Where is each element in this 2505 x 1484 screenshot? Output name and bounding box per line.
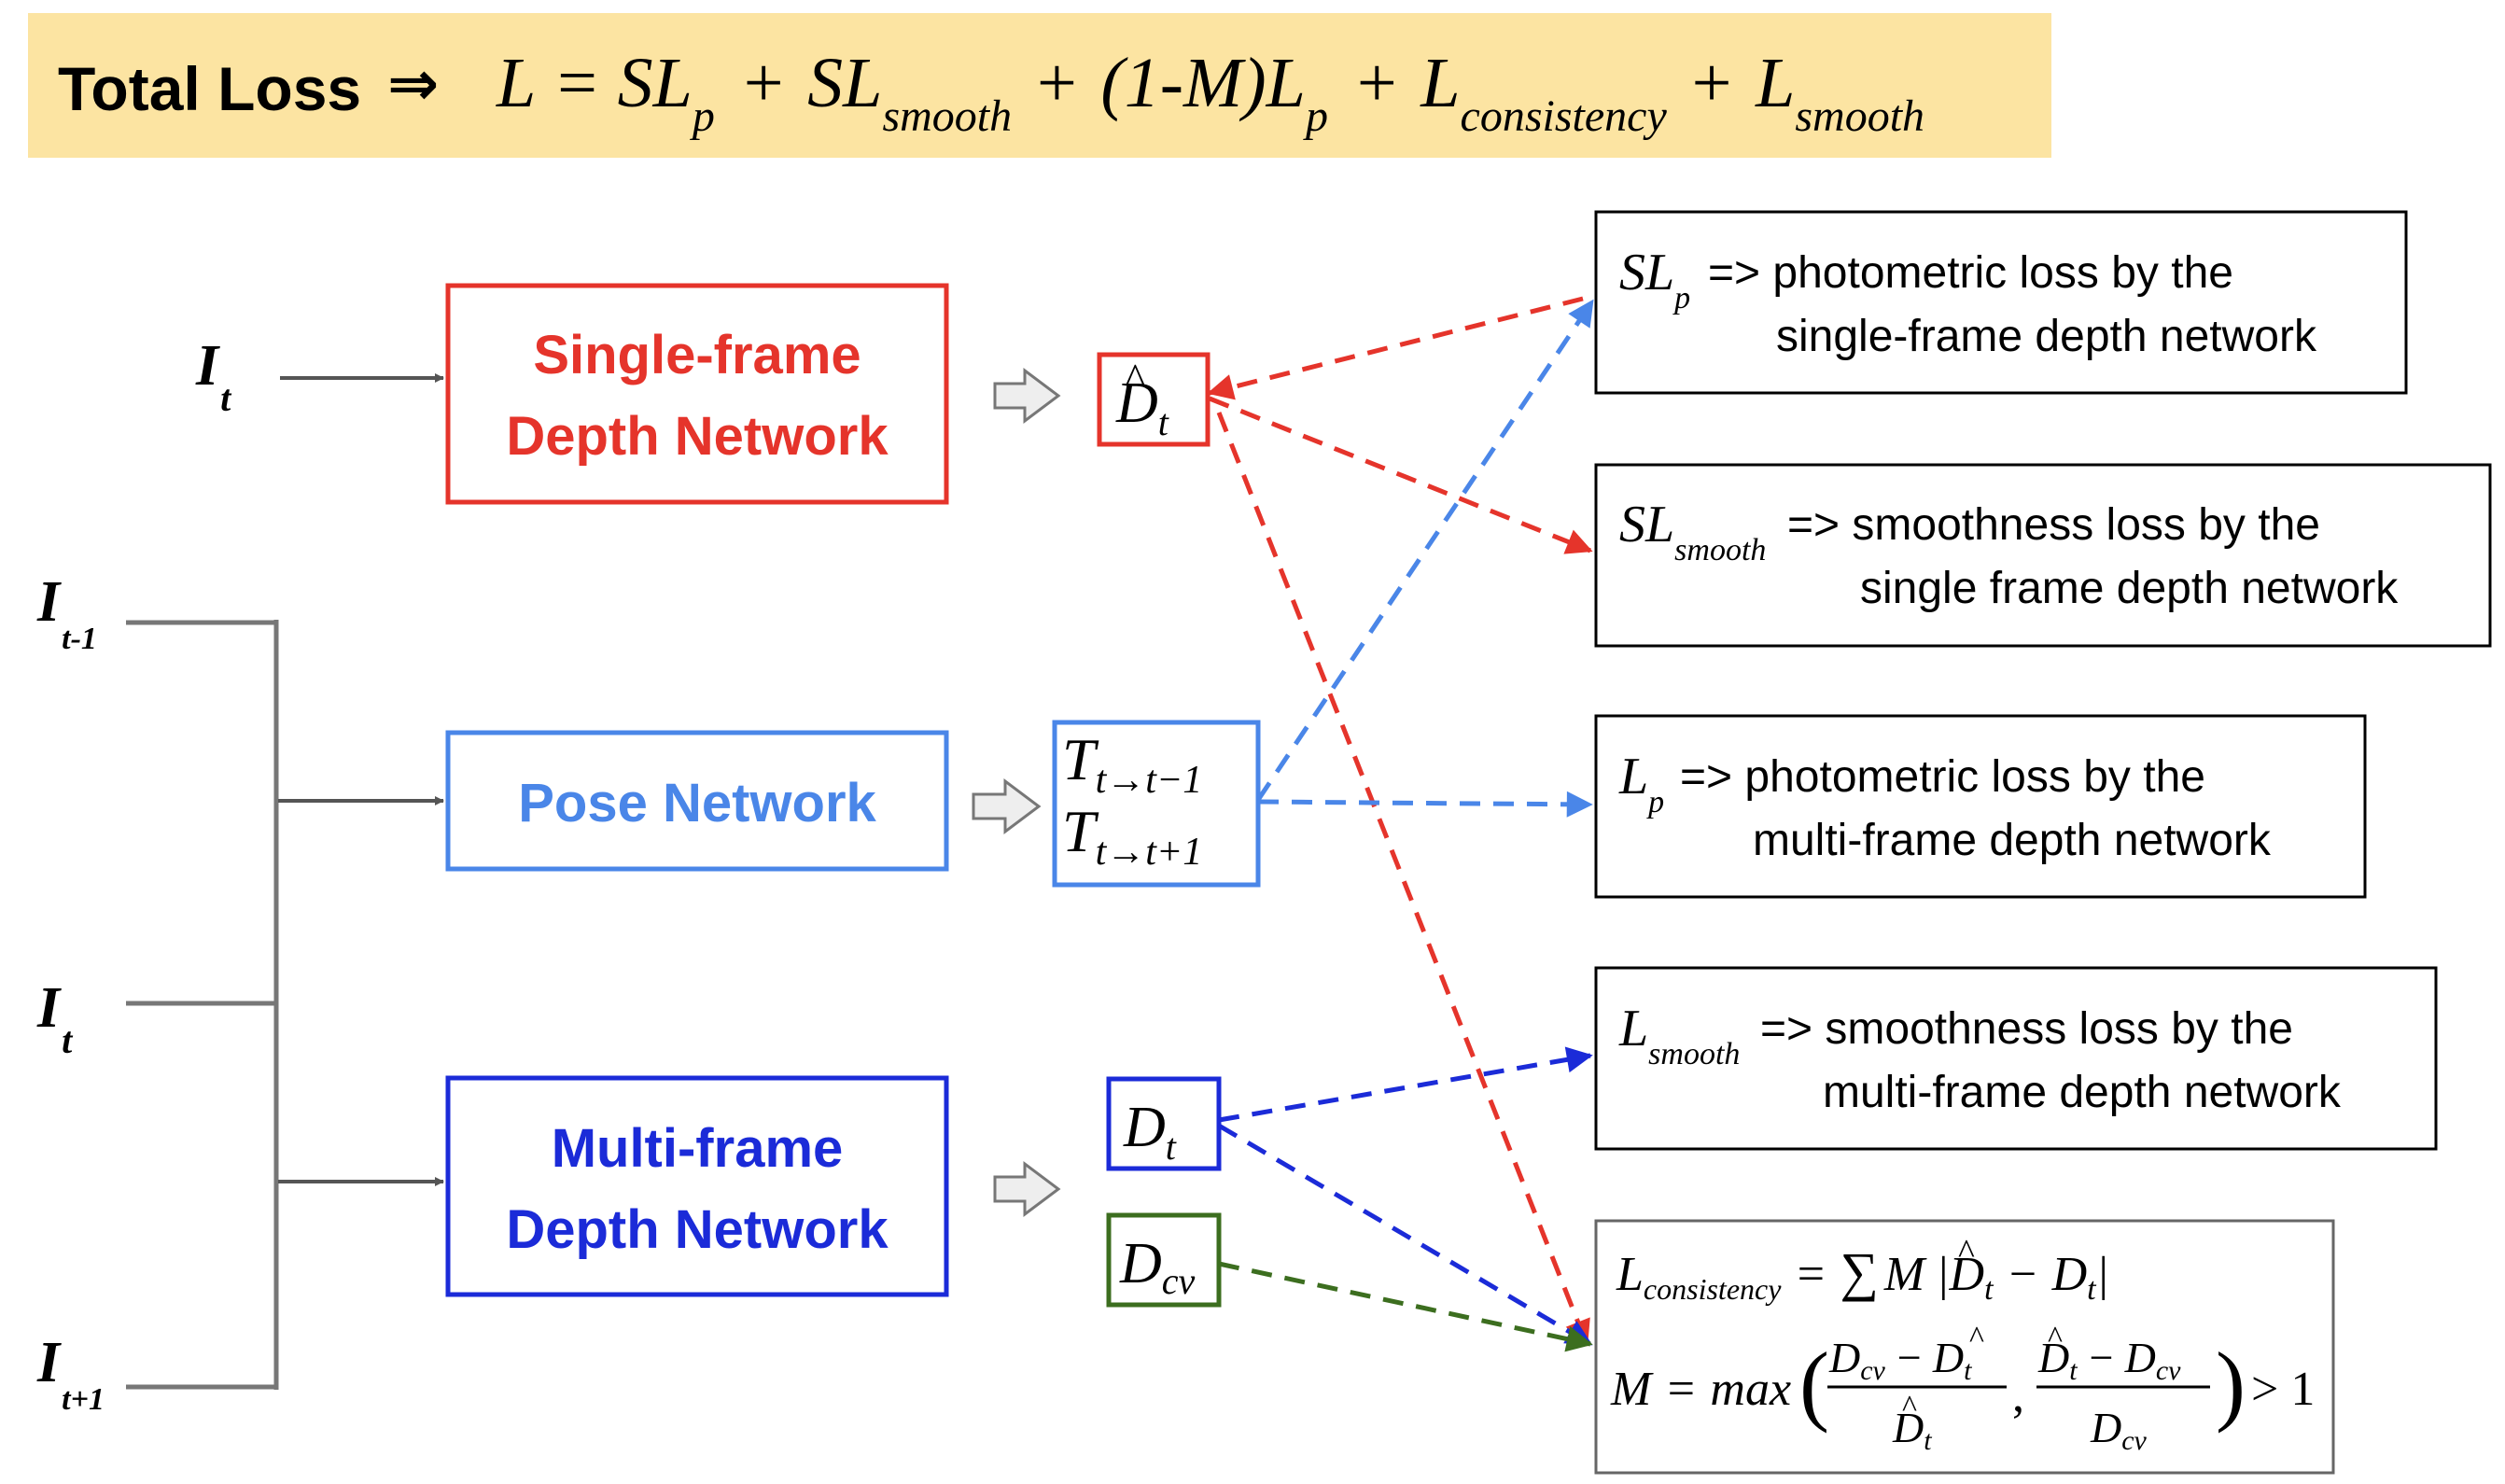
fraction-2-numerator: Dt−Dcv bbox=[2037, 1334, 2181, 1386]
loss-consistency: Lconsistency=∑M|Dt−Dt| ^ M=max ( Dcv−Dt … bbox=[1594, 1219, 2335, 1475]
d-cv-box bbox=[1106, 1212, 1222, 1308]
mask-left-paren: ( bbox=[1799, 1334, 1829, 1434]
d-hat-t-hat: ^ bbox=[1126, 356, 1145, 401]
l-smooth-box bbox=[1594, 966, 2438, 1151]
fraction-2-denominator: Dcv bbox=[2090, 1404, 2148, 1456]
d-t-symbol: Dt bbox=[1123, 1096, 1177, 1168]
consistency-equation: Lconsistency=∑M|Dt−Dt| bbox=[1616, 1241, 2109, 1307]
single-frame-box bbox=[445, 283, 949, 505]
l-smooth-desc-1: => smoothness loss by the bbox=[1760, 1004, 2293, 1054]
l-p-desc-2: multi-frame depth network bbox=[1753, 816, 2272, 865]
d-t-box bbox=[1106, 1076, 1222, 1171]
output-d-hat-t: Dt ^ bbox=[1097, 352, 1211, 447]
arrow-pose-to-slp bbox=[1255, 299, 1595, 802]
sl-p-box bbox=[1594, 210, 2408, 395]
fraction-1-num-hat: ^ bbox=[1969, 1321, 1984, 1355]
sl-smooth-box bbox=[1594, 463, 2492, 648]
single-frame-label-1: Single-frame bbox=[533, 325, 861, 385]
loss-sl-p: SLp => photometric loss by the single-fr… bbox=[1594, 210, 2408, 395]
sl-p-symbol: SLp bbox=[1619, 244, 1690, 315]
pose-network: Pose Network bbox=[445, 730, 949, 872]
sl-p-desc-1: => photometric loss by the bbox=[1708, 248, 2233, 298]
hollow-arrows bbox=[972, 368, 1061, 1217]
fraction-1-den-hat: ^ bbox=[1902, 1390, 1917, 1424]
sl-smooth-desc-2: single frame depth network bbox=[1860, 564, 2399, 613]
pose-label: Pose Network bbox=[518, 773, 876, 833]
hollow-arrow-pose bbox=[972, 778, 1042, 834]
input-frame-t: It bbox=[36, 976, 74, 1061]
mask-threshold: > 1 bbox=[2251, 1363, 2315, 1416]
arrow-dt-to-lsmooth bbox=[1218, 1046, 1593, 1123]
fraction-1-numerator: Dcv−Dt bbox=[1828, 1334, 1972, 1386]
l-smooth-symbol: Lsmooth bbox=[1618, 1000, 1740, 1071]
transform-t-minus-1: Tt→t−1 bbox=[1062, 726, 1202, 802]
single-frame-network: Single-frame Depth Network bbox=[445, 283, 949, 505]
fraction-1-denominator: Dt bbox=[1892, 1404, 1932, 1456]
input-bracket bbox=[126, 620, 279, 1390]
multi-frame-box bbox=[445, 1075, 949, 1297]
consistency-box bbox=[1594, 1219, 2335, 1475]
sl-smooth-desc-1: => smoothness loss by the bbox=[1787, 500, 2320, 550]
consistency-hat: ^ bbox=[1958, 1233, 1975, 1272]
fraction-separator: , bbox=[2012, 1369, 2024, 1422]
implies-arrow: ⇒ bbox=[387, 49, 439, 118]
d-cv-symbol: Dcv bbox=[1119, 1232, 1196, 1302]
dashed-connectors bbox=[1207, 296, 1595, 1352]
input-frame-t-plus-1: It+1 bbox=[36, 1331, 105, 1417]
l-p-box bbox=[1594, 714, 2367, 899]
banner-background bbox=[28, 13, 2051, 158]
sl-p-desc-2: single-frame depth network bbox=[1776, 312, 2317, 361]
pose-box bbox=[445, 730, 949, 872]
multi-frame-label-1: Multi-frame bbox=[552, 1118, 844, 1179]
l-p-desc-1: => photometric loss by the bbox=[1680, 752, 2205, 802]
output-d-cv: Dcv bbox=[1106, 1212, 1222, 1308]
hollow-arrow-single bbox=[993, 368, 1061, 424]
input-frame-top: It bbox=[195, 334, 232, 419]
arrow-slp-to-dhat bbox=[1207, 296, 1584, 400]
total-loss-formula: L=SLp+SLsmooth+(1-M)Lp+Lconsistency+Lsmo… bbox=[496, 44, 1924, 141]
d-hat-t-symbol: Dt bbox=[1115, 371, 1169, 443]
hollow-arrow-multi bbox=[993, 1161, 1061, 1217]
l-p-symbol: Lp bbox=[1618, 748, 1664, 819]
loss-l-p: Lp => photometric loss by the multi-fram… bbox=[1594, 714, 2367, 899]
arrow-dt-to-consistency bbox=[1217, 1123, 1593, 1347]
mask-definition-left: M=max bbox=[1610, 1363, 1791, 1416]
total-loss-banner: Total Loss ⇒ L=SLp+SLsmooth+(1-M)Lp+Lcon… bbox=[28, 13, 2051, 158]
total-loss-label: Total Loss bbox=[58, 54, 361, 123]
input-frame-t-minus-1: It-1 bbox=[36, 570, 97, 656]
sl-smooth-symbol: SLsmooth bbox=[1619, 496, 1766, 567]
input-frames: It It-1 It It+1 bbox=[36, 334, 444, 1417]
loss-sl-smooth: SLsmooth => smoothness loss by the singl… bbox=[1594, 463, 2492, 648]
mask-right-paren: ) bbox=[2216, 1334, 2246, 1434]
output-pose-transforms: Tt→t−1 Tt→t+1 bbox=[1052, 720, 1261, 888]
loss-l-smooth: Lsmooth => smoothness loss by the multi-… bbox=[1594, 966, 2438, 1151]
arrow-dhat-to-consistency bbox=[1216, 412, 1590, 1347]
arrow-pose-to-lp bbox=[1257, 791, 1593, 818]
l-smooth-desc-2: multi-frame depth network bbox=[1823, 1068, 2342, 1117]
arrow-dcv-to-consistency bbox=[1218, 1261, 1593, 1352]
transform-t-plus-1: Tt→t+1 bbox=[1062, 798, 1202, 874]
multi-frame-label-2: Depth Network bbox=[506, 1199, 889, 1260]
multi-frame-network: Multi-frame Depth Network bbox=[445, 1075, 949, 1297]
single-frame-label-2: Depth Network bbox=[506, 406, 889, 467]
output-d-t: Dt bbox=[1106, 1076, 1222, 1171]
fraction-2-num-hat: ^ bbox=[2048, 1321, 2063, 1355]
arrow-dhat-to-slsmooth bbox=[1209, 396, 1593, 554]
